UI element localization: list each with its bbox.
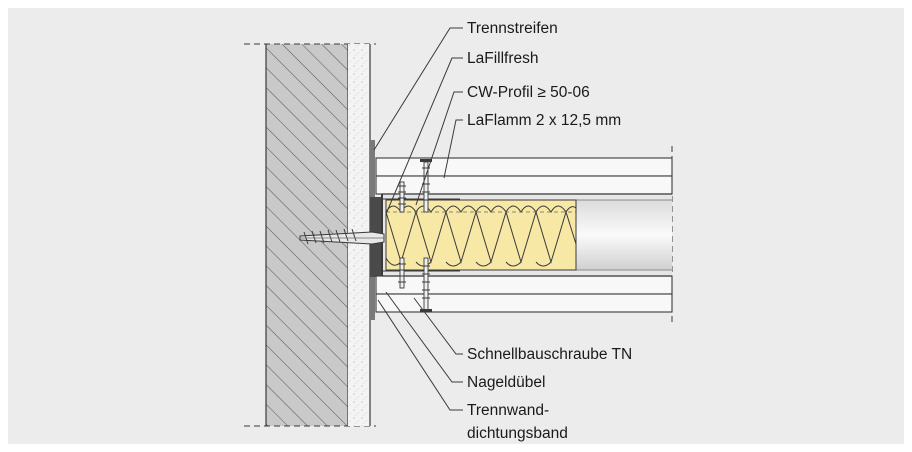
insulation — [385, 199, 577, 271]
label-lafillfresh: LaFillfresh — [467, 50, 539, 67]
label-trennwand-line2: dichtungsband — [467, 425, 568, 442]
label-schnellbauschraube: Schnellbauschraube TN — [467, 346, 632, 363]
fire-boards — [375, 146, 673, 322]
callout-labels: Trennstreifen LaFillfresh CW-Profil ≥ 50… — [467, 20, 632, 442]
label-trennwand-line1: Trennwand- — [467, 402, 549, 419]
leader-lines — [373, 27, 463, 411]
label-nageldubel: Nageldübel — [467, 374, 545, 391]
nail-plug — [299, 228, 385, 245]
label-trennstreifen: Trennstreifen — [467, 20, 558, 37]
label-cw-profil: CW-Profil ≥ 50-06 — [467, 84, 590, 101]
label-laflamm: LaFlamm 2 x 12,5 mm — [467, 112, 621, 129]
